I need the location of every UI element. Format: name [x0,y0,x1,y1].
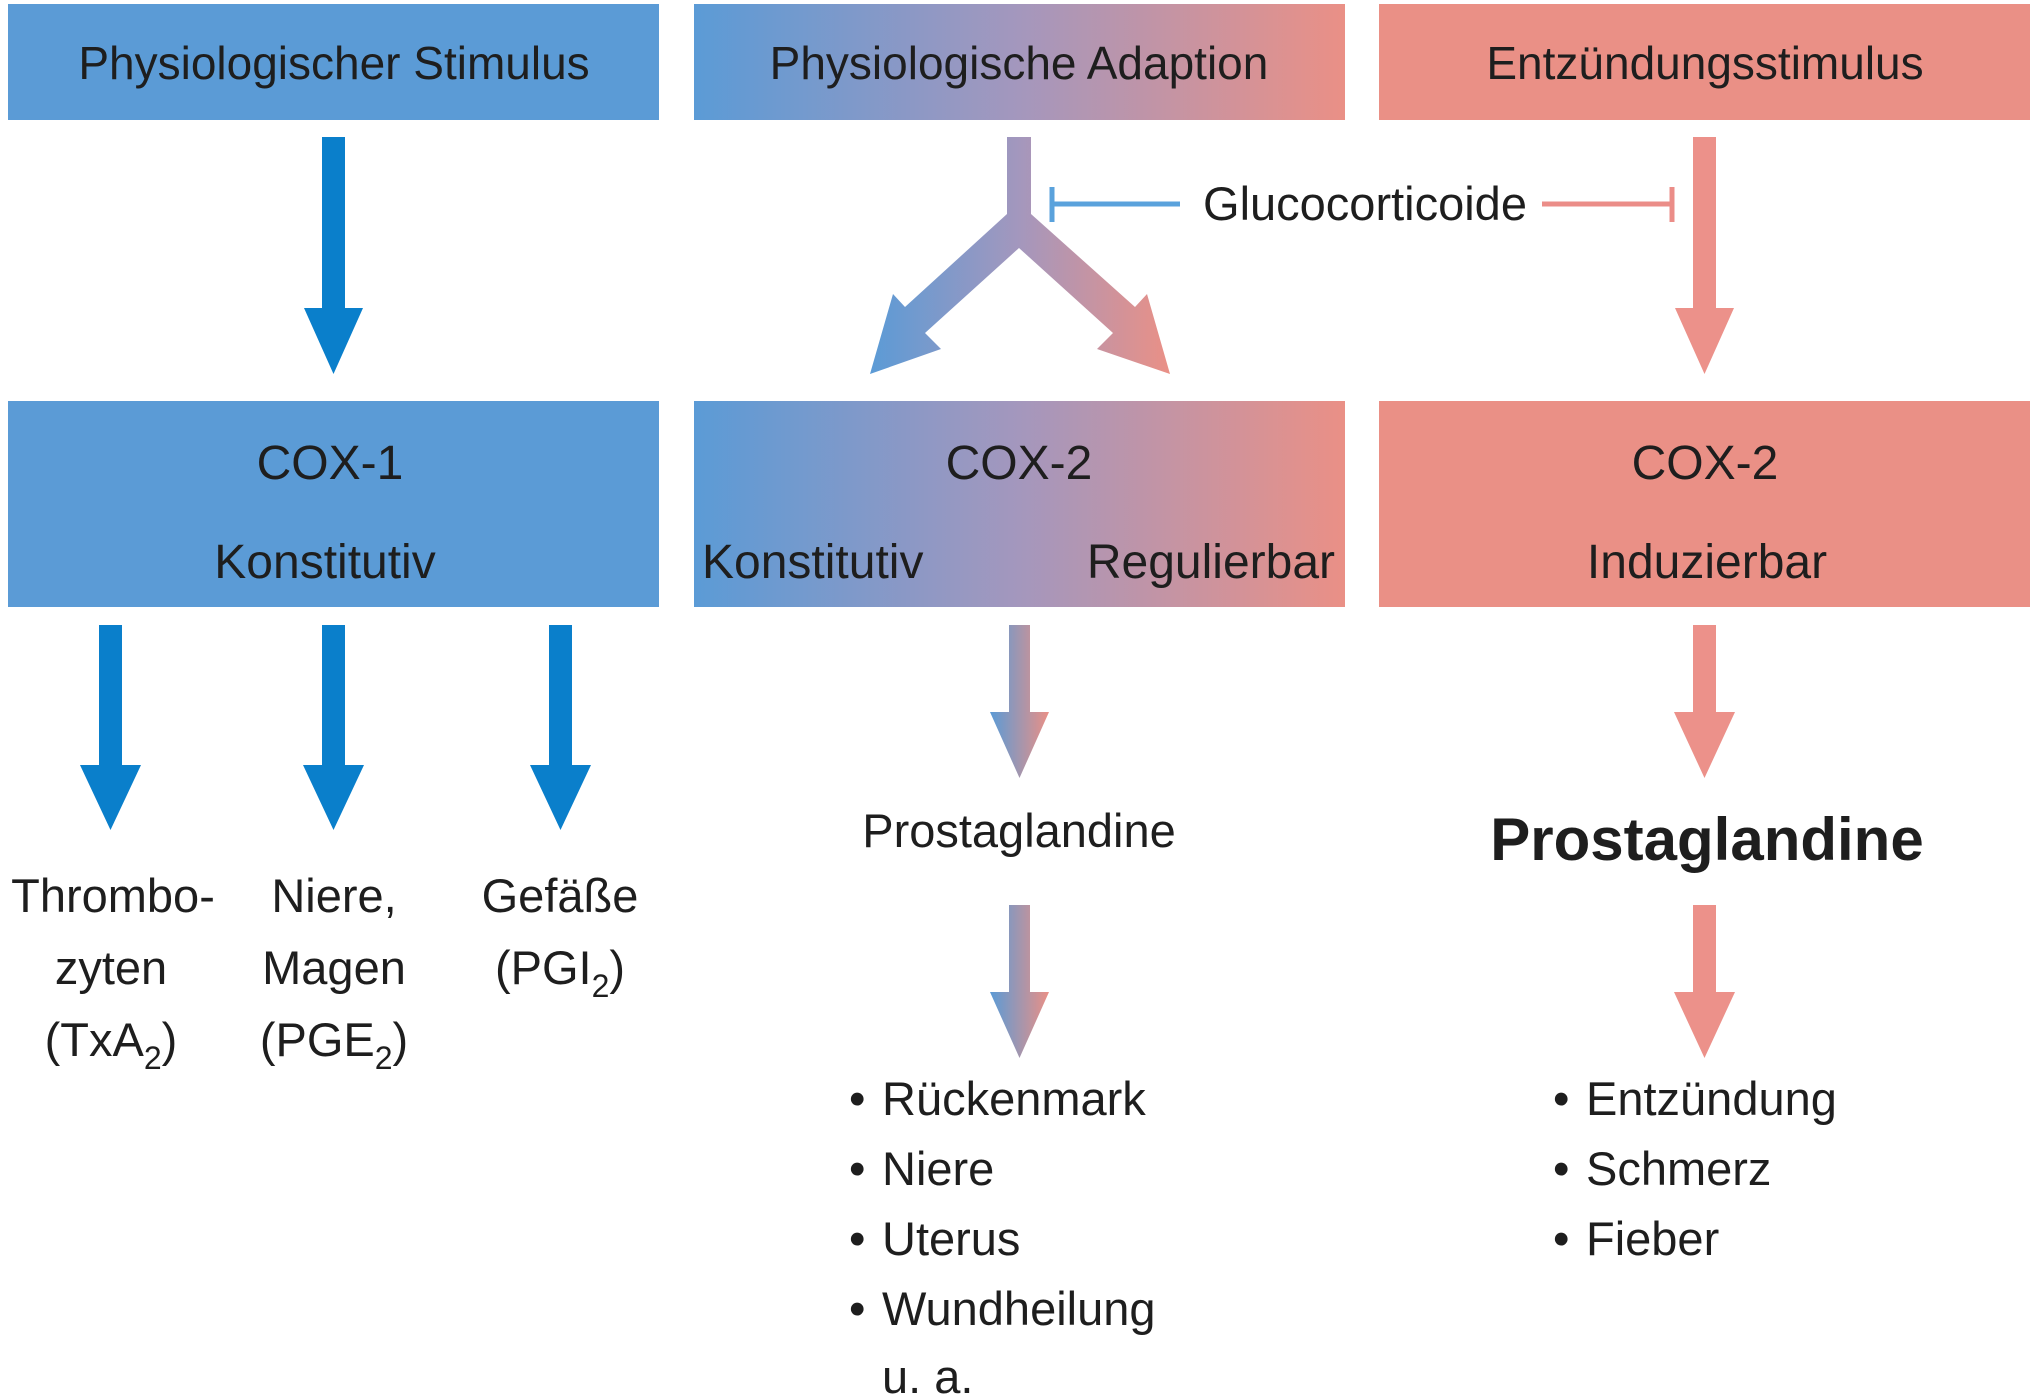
cox2-inducible-to-prostaglandine-arrow [1674,625,1735,778]
prostaglandine-to-effects-arrow-right [1674,905,1735,1058]
physiological-adaption-box [694,4,1345,120]
middle-effects-list: • Rückenmark • Niere • Uterus • Wundheil… [849,1072,1156,1400]
target-kidney-stomach-line2: Magen [262,941,406,994]
right-effect-item: Fieber [1586,1212,1719,1265]
right-effect-item: Schmerz [1586,1142,1771,1195]
thrombocytes-compound-subscript: 2 [144,1040,162,1076]
physiological-stimulus-label: Physiologischer Stimulus [78,37,589,89]
cox1-to-thrombocytes-arrow [80,625,141,830]
cox2-inducible-enzyme-label: COX-2 [1632,437,1779,490]
middle-effect-item: Wundheilung [882,1282,1156,1335]
cox2-regulated-enzyme-label: COX-2 [946,437,1093,490]
physiological-stimulus-box [8,4,659,120]
thrombocytes-compound-name: (TxA [45,1013,145,1066]
target-vessels-compound: (PGI2) [495,941,625,1004]
middle-prostaglandine-label: Prostaglandine [862,804,1176,857]
target-thrombocytes-compound: (TxA2) [45,1013,178,1076]
cox2-regulierbar-label: Regulierbar [1087,536,1335,589]
target-vessels-line1: Gefäße [482,869,639,922]
middle-effect-bullet: • [849,1212,865,1265]
middle-effect-bullet: • [849,1072,865,1125]
right-prostaglandine-label: Prostaglandine [1490,806,1923,873]
middle-effect-tail: u. a. [882,1350,973,1400]
cox2-regulated-to-prostaglandine-arrow [990,625,1049,778]
cox2-regulated-box [694,401,1345,607]
kidney-stomach-compound-close: ) [393,1013,409,1066]
middle-effect-bullet: • [849,1282,865,1335]
middle-effect-bullet: • [849,1142,865,1195]
cox1-to-vessels-arrow [530,625,591,830]
vessels-compound-subscript: 2 [592,968,610,1004]
adaption-branch-arrow [870,137,1170,374]
cox2-constitutive-label: Konstitutiv [702,536,923,589]
middle-effect-item: Niere [882,1142,994,1195]
inflammation-stimulus-label: Entzündungsstimulus [1486,37,1923,89]
target-thrombocytes-line2: zyten [55,941,167,994]
right-effects-list: • Entzündung • Schmerz • Fieber [1553,1072,1837,1265]
target-kidney-stomach-line1: Niere, [271,869,396,922]
cox2-inducible-box [1379,401,2030,607]
right-effect-bullet: • [1553,1072,1569,1125]
inflammation-to-cox2-arrow [1675,137,1734,374]
cox1-to-kidney-stomach-arrow [303,625,364,830]
middle-effect-item: Rückenmark [882,1072,1146,1125]
kidney-stomach-compound-name: (PGE [260,1013,375,1066]
target-kidney-stomach-compound: (PGE2) [260,1013,408,1076]
cox1-box [8,401,659,607]
inflammation-stimulus-box [1379,4,2030,120]
kidney-stomach-compound-subscript: 2 [375,1040,393,1076]
target-thrombocytes-line1: Thrombo- [11,869,215,922]
physiological-adaption-label: Physiologische Adaption [770,37,1269,89]
middle-effect-item: Uterus [882,1212,1020,1265]
right-effect-bullet: • [1553,1212,1569,1265]
vessels-compound-name: (PGI [495,941,592,994]
prostaglandine-to-effects-arrow-middle [990,905,1049,1058]
cox2-inducible-type-label: Induzierbar [1587,536,1827,589]
cox1-type-label: Konstitutiv [214,536,435,589]
right-effect-item: Entzündung [1586,1072,1837,1125]
thrombocytes-compound-close: ) [162,1013,178,1066]
glucocorticoide-label: Glucocorticoide [1203,177,1527,230]
stimulus-to-cox1-arrow [304,137,363,374]
cox1-enzyme-label: COX-1 [257,437,404,490]
right-effect-bullet: • [1553,1142,1569,1195]
vessels-compound-close: ) [609,941,625,994]
